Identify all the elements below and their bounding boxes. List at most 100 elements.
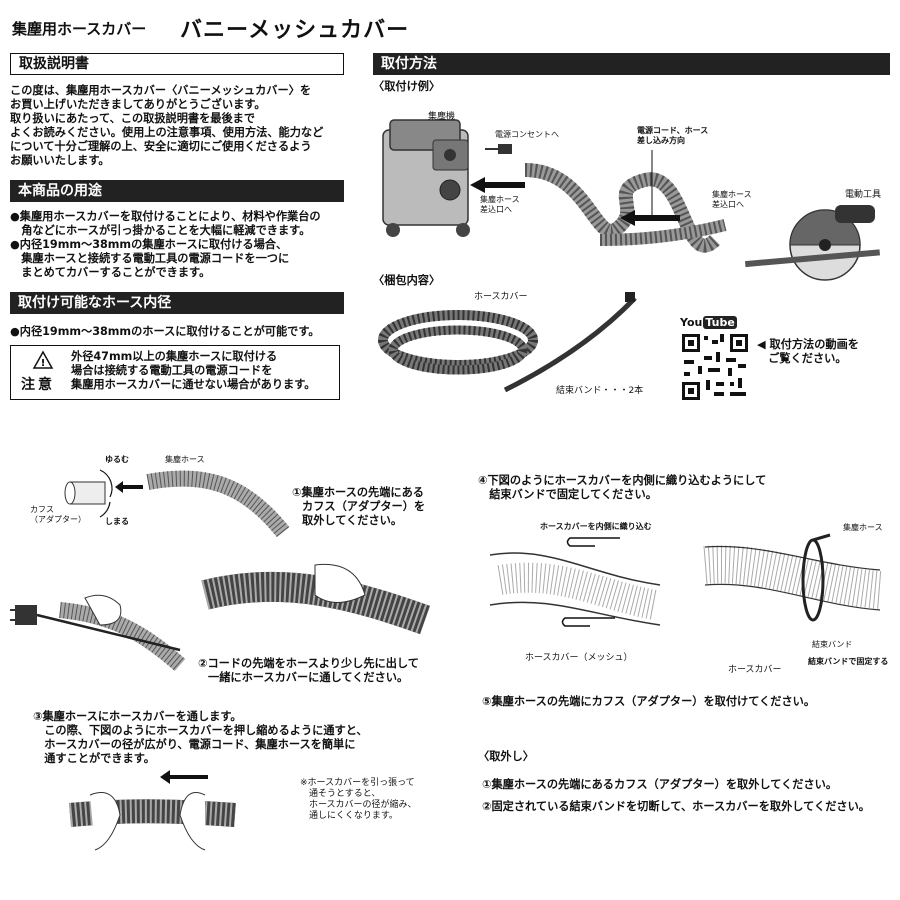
video-line: ◀ 取付方法の動画を	[757, 338, 859, 351]
caution-line: 場合は接続する電動工具の電源コードを	[71, 364, 273, 377]
usage-line: ●内径19mm〜38mmの集塵ホースに取付ける場合、	[10, 238, 288, 251]
caution-box: ! 注意 外径47mm以上の集塵ホースに取付ける 場合は接続する電動工具の電源コ…	[10, 345, 340, 400]
hose-inlet-line: 集塵ホース	[480, 195, 520, 204]
step4-line: 結束バンドで固定してください。	[478, 488, 657, 501]
arrow-left-icon	[470, 177, 525, 193]
pull-note: ※ホースカバーを引っ張って 通そうとすると、 ホースカバーの径が縮み、 通しにく…	[300, 778, 417, 822]
cuff-line: （アダプター）	[30, 515, 86, 524]
dust-hose-label: 集塵ホース	[165, 455, 205, 464]
cover-label: ホースカバー	[728, 665, 782, 675]
intro-line: よくお読みください。使用上の注意事項、使用方法、能力など	[10, 126, 324, 139]
dust-hose-label-2: 集塵ホース	[843, 523, 883, 532]
cord-and-hose-illustration	[10, 594, 186, 672]
step3-line: ③集塵ホースにホースカバーを通します。	[33, 710, 242, 723]
example-label: 〈取付け例〉	[373, 80, 441, 93]
note-line: ホースカバーの径が縮み、	[300, 800, 417, 810]
step1-line: ①集塵ホースの先端にある	[292, 486, 424, 499]
step2-line: 一緒にホースカバーに通してください。	[208, 671, 409, 684]
fold-in-label: ホースカバーを内側に織り込む	[540, 522, 652, 531]
mesh-cover-hand-illustration	[201, 563, 431, 635]
intro-line: この度は、集塵用ホースカバー〈バニーメッシュカバー〉を	[10, 84, 312, 97]
usage-line: 集塵ホースと接続する電動工具の電源コードを一つに	[10, 252, 290, 265]
compress-cover-illustration	[68, 792, 236, 851]
usage-line: ●集塵用ホースカバーを取付けることにより、材料や作業台の	[10, 210, 321, 223]
plug-icon	[485, 144, 512, 154]
caution-line: 集塵用ホースカバーに通せない場合があります。	[71, 378, 316, 391]
install-header: 取付方法	[373, 53, 890, 75]
intro-line: 取り扱いにあたって、この取扱説明書を最後まで	[10, 112, 256, 125]
tool-hose-line: 集塵ホース	[712, 190, 752, 199]
intro-line: について十分ご理解の上、安全に適切にご使用くださるよう	[10, 140, 312, 153]
tighten-label: しまる	[105, 517, 129, 526]
step3-line: 通すことができます。	[33, 752, 155, 765]
step3-text: ③集塵ホースにホースカバーを通します。 この際、下図のようにホースカバーを押し縮…	[33, 710, 368, 766]
cord-direction-label: 電源コード、ホース 差し込み方向	[637, 126, 708, 146]
cord-direction-line: 差し込み方向	[637, 136, 685, 145]
step1-line: 取外してください。	[302, 514, 403, 527]
power-tool-label: 電動工具	[845, 190, 882, 200]
tied-hose-illustration	[703, 533, 882, 622]
warning-icon: !	[32, 350, 54, 369]
video-line: ご覧ください。	[757, 352, 847, 365]
dust-collector-illustration	[382, 119, 470, 237]
hose-cover-coil-illustration	[378, 310, 538, 375]
tie-fix-label: 結束バンドで固定する	[808, 657, 889, 666]
hose-cover-label: ホースカバー	[474, 292, 528, 302]
removal-step2: ②固定されている結束バンドを切断して、ホースカバーを取外してください。	[482, 800, 870, 813]
usage-header: 本商品の用途	[10, 180, 344, 202]
step4-line: ④下図のようにホースカバーを内側に織り込むようにして	[478, 474, 767, 487]
step1-line: カフス（アダプター）を	[302, 500, 426, 513]
diameter-text: ●内径19mm〜38mmのホースに取付けることが可能です。	[10, 325, 320, 338]
intro-line: お買い上げいただきましてありがとうございます。	[10, 98, 266, 111]
step1-text: ①集塵ホースの先端にある カフス（アダプター）を 取外してください。	[292, 486, 425, 528]
removal-step1: ①集塵ホースの先端にあるカフス（アダプター）を取外してください。	[482, 778, 838, 791]
step2-line: ②コードの先端をホースより少し先に出して	[198, 657, 419, 670]
diameter-header: 取付け可能なホース内径	[10, 292, 344, 314]
hose-inlet-line: 差込口へ	[480, 205, 512, 214]
page-title: バニーメッシュカバー	[180, 18, 410, 43]
step5-text: ⑤集塵ホースの先端にカフス（アダプター）を取付けてください。	[482, 695, 816, 708]
dust-hose-illustration	[146, 470, 290, 538]
fold-arrow-icon	[561, 617, 615, 627]
title-sub: 集塵用ホースカバー	[12, 20, 147, 38]
arrow-left-icon	[620, 210, 680, 226]
svg-text:!: !	[41, 358, 46, 369]
step3-line: この際、下図のようにホースカバーを押し縮めるように通すと、	[33, 724, 368, 737]
note-line: 通しにくくなります。	[300, 811, 398, 821]
fold-hose-illustration	[489, 552, 661, 626]
youtube-you: You	[680, 316, 703, 329]
power-outlet-label: 電源コンセントへ	[495, 130, 559, 139]
note-line: ※ホースカバーを引っ張って	[300, 778, 415, 788]
caution-label: 注意	[21, 377, 55, 393]
qr-code[interactable]	[680, 332, 750, 402]
step3-line: ホースカバーの径が広がり、電源コード、集塵ホースを簡単に	[33, 738, 356, 751]
removal-header: 〈取外し〉	[478, 750, 534, 763]
tie-label: 結束バンド	[812, 640, 853, 649]
hose-inlet-label: 集塵ホース 差込口へ	[480, 195, 520, 215]
arrow-left-icon	[160, 770, 208, 784]
usage-line: 角などにホースが引っ掛かることを大幅に軽減できます。	[10, 224, 311, 237]
usage-text: ●集塵用ホースカバーを取付けることにより、材料や作業台の 角などにホースが引っ掛…	[10, 210, 355, 280]
package-label: 〈梱包内容〉	[373, 274, 441, 287]
intro-line: お願いいたします。	[10, 154, 110, 167]
tool-hose-label: 集塵ホース 差込口へ	[712, 190, 752, 210]
note-line: 通そうとすると、	[300, 789, 381, 799]
cable-tie-label: 結束バンド・・・2本	[556, 386, 644, 396]
video-instruction: ◀ 取付方法の動画を ご覧ください。	[757, 338, 859, 366]
loosen-label: ゆるむ	[105, 455, 129, 464]
fold-arrow-icon	[566, 537, 620, 547]
arrow-left-icon	[115, 481, 143, 493]
cord-direction-line: 電源コード、ホース	[637, 126, 709, 135]
intro-text: この度は、集塵用ホースカバー〈バニーメッシュカバー〉を お買い上げいただきまして…	[10, 84, 350, 168]
tool-hose-line: 差込口へ	[712, 200, 744, 209]
mesh-label: ホースカバー（メッシュ）	[525, 653, 633, 663]
step2-text: ②コードの先端をホースより少し先に出して 一緒にホースカバーに通してください。	[198, 657, 419, 685]
manual-header: 取扱説明書	[10, 53, 344, 75]
hose-illustration	[524, 163, 727, 253]
cable-tie-illustration	[503, 292, 637, 393]
dust-collector-label: 集塵機	[428, 112, 456, 122]
direction-pointer	[651, 150, 653, 215]
caution-text: 外径47mm以上の集塵ホースに取付ける 場合は接続する電動工具の電源コードを 集…	[71, 350, 315, 392]
youtube-tube: Tube	[703, 316, 737, 329]
circular-saw-illustration	[745, 205, 881, 281]
